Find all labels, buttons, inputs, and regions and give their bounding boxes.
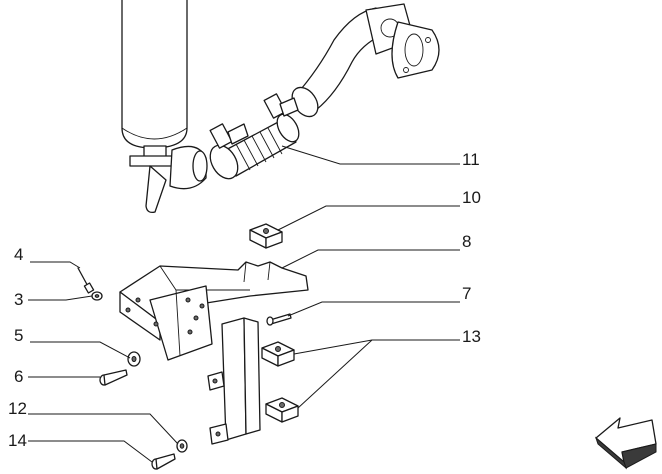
- bolt-7: [266, 313, 292, 326]
- bolt-4: [77, 267, 95, 294]
- callout-12: 12: [8, 399, 27, 418]
- flex-hose-with-clamps: [209, 93, 300, 180]
- bolt-14: [151, 453, 176, 470]
- callout-4: 4: [14, 245, 23, 264]
- support-bracket: [119, 261, 309, 445]
- washer-12: [176, 439, 188, 453]
- rubber-block-middle: [261, 341, 295, 367]
- callout-13: 13: [462, 327, 481, 346]
- direction-arrow-icon: [594, 417, 657, 470]
- washer-5: [127, 351, 141, 367]
- rubber-block-upper: [249, 223, 283, 249]
- bolt-6: [99, 369, 128, 386]
- leader-lines: [28, 145, 460, 463]
- callouts: 11 10 8 7 13 4 3 5 6 12 14: [8, 150, 481, 450]
- callout-6: 6: [14, 367, 23, 386]
- callout-14: 14: [8, 431, 27, 450]
- muffler: [121, 0, 208, 214]
- callout-11: 11: [462, 150, 480, 169]
- callout-8: 8: [462, 232, 471, 251]
- exhaust-pipe: [291, 3, 440, 118]
- callout-5: 5: [14, 326, 23, 345]
- washer-3: [91, 291, 103, 301]
- rubber-block-lower: [265, 397, 299, 423]
- callout-10: 10: [462, 188, 481, 207]
- callout-3: 3: [14, 290, 23, 309]
- callout-7: 7: [462, 284, 471, 303]
